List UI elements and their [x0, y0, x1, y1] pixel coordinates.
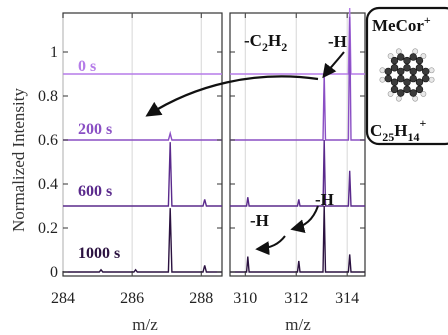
carbon-atom [390, 56, 399, 65]
y-tick-label: 0 [50, 264, 58, 281]
hydrogen-atom [379, 76, 386, 83]
carbon-atom [415, 78, 424, 86]
x-tick-labels: 284 286 288 310 312 314 [51, 290, 359, 307]
carbon-atom [390, 78, 399, 86]
hydrogen-atom [387, 53, 394, 59]
carbon-atom [397, 74, 405, 83]
carbon-atom [415, 64, 424, 72]
x-axis-title-left: m/z [132, 315, 158, 334]
left-panel-frame [62, 12, 223, 277]
series-trace-1 [63, 130, 222, 141]
x-tick-label: 284 [51, 290, 75, 307]
y-tick-label: 0.8 [38, 88, 58, 105]
y-tick-label: 0.6 [38, 132, 58, 149]
series-trace-3 [63, 208, 222, 273]
y-axis-title: Normalized Intensity [9, 88, 28, 232]
carbon-atom [397, 67, 405, 76]
carbon-atom [390, 85, 399, 94]
carbon-atom [390, 64, 399, 72]
carbon-atom [409, 89, 417, 97]
arrow-h-loss-top [322, 51, 345, 79]
series-label-1000s: 1000 s [78, 245, 120, 262]
x-tick-label: 310 [233, 290, 257, 307]
x-tick-label: 312 [284, 290, 308, 307]
hydrogen-atom [420, 53, 427, 59]
carbon-atom [415, 85, 424, 94]
spectra-traces [63, 7, 365, 273]
hydrogen-atom [428, 67, 435, 74]
hydrogen-atom [428, 76, 435, 83]
y-tick-label: 0.2 [38, 220, 58, 237]
hydrogen-atom [379, 67, 386, 74]
grid-lines [62, 13, 348, 276]
arrow-h-loss-mid [290, 205, 319, 234]
carbon-atom [422, 74, 430, 83]
carbon-atom [403, 78, 411, 86]
x-tick-label: 314 [335, 290, 359, 307]
series-trace-2 [63, 142, 222, 207]
carbon-atom [403, 56, 411, 65]
hydrogen-atom [412, 48, 419, 55]
hydrogen-atom [387, 91, 394, 97]
molecule-inset-box [365, 6, 448, 146]
arrow-h-loss-low [255, 235, 286, 256]
carbon-atom [384, 74, 392, 83]
carbon-atom [397, 53, 405, 61]
carbon-atom [409, 74, 417, 83]
right-panel-frame [229, 12, 366, 277]
series-trace-3 [230, 205, 365, 273]
y-tick-label: 0.4 [38, 176, 58, 193]
series-trace-0 [230, 7, 365, 75]
carbon-atom [384, 67, 392, 76]
molecule-structure-image [379, 48, 435, 102]
series-label-200s: 200 s [78, 121, 112, 138]
annotation-h-mid: -H [315, 190, 334, 209]
arrow-c2h2-loss [145, 75, 319, 117]
hydrogen-atom [412, 95, 419, 102]
carbon-atom [403, 64, 411, 72]
carbon-atom [409, 67, 417, 76]
carbon-atom [403, 85, 411, 94]
carbon-atom [397, 89, 405, 97]
carbon-atom [422, 67, 430, 76]
hydrogen-atom [395, 95, 402, 102]
x-tick-label: 288 [189, 290, 213, 307]
annotation-c2h2: -C2H2 [244, 31, 287, 54]
hydrogen-atom [420, 91, 427, 97]
x-tick-label: 286 [120, 290, 144, 307]
annotation-h-low: -H [250, 211, 269, 230]
carbon-atom [415, 56, 424, 65]
series-label-0s: 0 s [78, 58, 96, 75]
series-trace-1 [230, 16, 365, 141]
molecule-formula: C25H14+ [370, 116, 427, 144]
carbon-atom [409, 53, 417, 61]
y-tick-labels: 0 0.2 0.4 0.6 0.8 1 [38, 44, 58, 281]
hydrogen-atom [395, 48, 402, 55]
axis-ticks [62, 13, 365, 276]
series-trace-2 [230, 139, 365, 207]
series-label-600s: 600 s [78, 183, 112, 200]
molecule-name: MeCor+ [372, 13, 431, 35]
annotation-h-top: -H [328, 32, 347, 51]
y-tick-label: 1 [50, 44, 58, 61]
x-axis-title-right: m/z [285, 315, 311, 334]
